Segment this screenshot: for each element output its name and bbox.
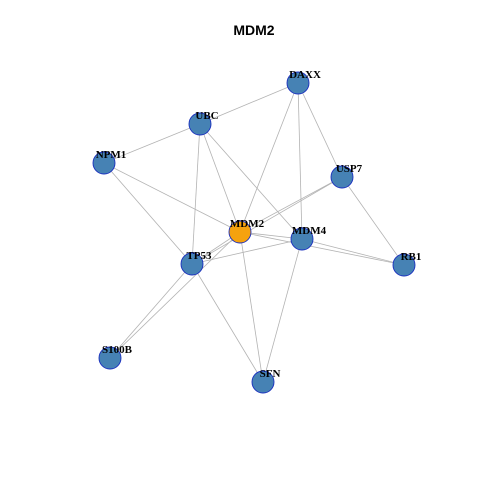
edge-usp7-rb1 [341,176,405,266]
edge-ubc-mdm2 [199,123,241,233]
edge-tp53-s100b [109,263,193,359]
node-rb1[interactable] [392,253,416,277]
node-ubc[interactable] [188,112,212,136]
nodes-layer [92,71,416,394]
edge-daxx-mdm2 [239,82,299,233]
node-sfn[interactable] [251,370,275,394]
edge-ubc-npm1 [103,123,201,164]
edges-layer [103,82,405,383]
node-label-usp7: USP7 [336,163,363,175]
edge-usp7-mdm2 [239,176,343,233]
edge-ubc-mdm4 [199,123,303,240]
node-label-npm1: NPM1 [96,149,127,161]
node-tp53[interactable] [180,252,204,276]
edge-mdm4-rb1 [301,238,405,266]
node-npm1[interactable] [92,151,116,175]
edge-npm1-tp53 [103,162,193,265]
edge-mdm2-sfn [239,231,264,383]
edge-mdm2-s100b [109,231,241,359]
edge-daxx-mdm4 [297,82,303,240]
node-usp7[interactable] [330,165,354,189]
node-label-daxx: DAXX [289,69,321,81]
node-label-mdm4: MDM4 [292,225,327,237]
edge-npm1-mdm2 [103,162,241,233]
node-s100b[interactable] [98,346,122,370]
edge-mdm4-sfn [262,238,303,383]
node-label-rb1: RB1 [401,251,422,263]
node-label-ubc: UBC [195,110,218,122]
edge-tp53-sfn [191,263,264,383]
node-daxx[interactable] [286,71,310,95]
node-mdm2[interactable] [228,220,252,244]
node-label-tp53: TP53 [186,250,212,262]
edge-daxx-usp7 [297,82,343,178]
edge-usp7-tp53 [191,176,343,265]
edge-daxx-ubc [199,82,299,125]
node-label-mdm2: MDM2 [230,218,265,230]
edge-mdm2-rb1 [239,231,405,266]
node-label-s100b: S100B [102,344,133,356]
node-mdm4[interactable] [290,227,314,251]
node-label-sfn: SFN [260,368,281,380]
edge-mdm4-tp53 [191,238,303,265]
edge-ubc-tp53 [191,123,201,265]
diagram-title: MDM2 [233,22,274,38]
